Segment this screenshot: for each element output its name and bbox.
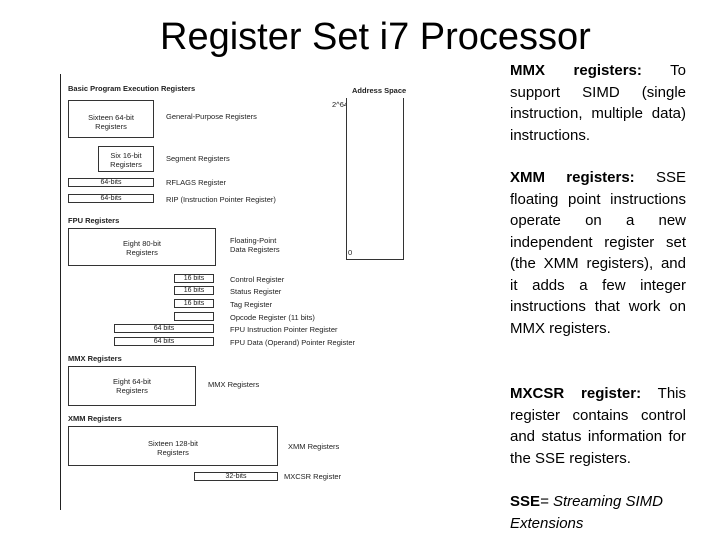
mmx-label: MMX Registers bbox=[208, 380, 260, 389]
mmx-header: MMX Registers bbox=[68, 354, 122, 363]
segment-box: Six 16-bit Registers bbox=[98, 146, 154, 172]
diagram-left-border bbox=[60, 74, 61, 510]
address-space-box bbox=[346, 98, 404, 260]
mmx-box: Eight 64-bit Registers bbox=[68, 366, 196, 406]
xmm-box: Sixteen 128-bit Registers bbox=[68, 426, 278, 466]
rflags-bar: 64-bits bbox=[68, 178, 154, 187]
mmx-term: MMX registers: bbox=[510, 62, 642, 79]
opcode-label: Opcode Register (11 bits) bbox=[230, 313, 315, 322]
rip-bar: 64-bits bbox=[68, 194, 154, 203]
fpu-label: Floating-Point Data Registers bbox=[230, 236, 280, 254]
tag-bar: 16 bits bbox=[174, 299, 214, 308]
address-space-label: Address Space bbox=[352, 86, 407, 95]
mxcsr-label: MXCSR Register bbox=[284, 472, 342, 481]
mxcsr-description: This register contains control and statu… bbox=[510, 385, 686, 467]
mxcsr-paragraph: MXCSR register: This register contains c… bbox=[510, 383, 686, 469]
rip-label: RIP (Instruction Pointer Register) bbox=[166, 195, 276, 204]
fip-label: FPU Instruction Pointer Register bbox=[230, 325, 338, 334]
address-zero-label: 0 bbox=[348, 248, 353, 257]
page-title: Register Set i7 Processor bbox=[160, 16, 591, 58]
control-label: Control Register bbox=[230, 275, 285, 284]
xmm-paragraph: XMM registers: SSE floating point instru… bbox=[510, 167, 686, 339]
sse-term: SSE bbox=[510, 493, 541, 510]
segment-label: Segment Registers bbox=[166, 154, 230, 163]
xmm-header: XMM Registers bbox=[68, 414, 122, 423]
mxcsr-bar: 32-bits bbox=[194, 472, 278, 481]
gpr-label: General-Purpose Registers bbox=[166, 112, 257, 121]
mmx-paragraph: MMX registers: To support SIMD (single i… bbox=[510, 60, 686, 146]
xmm-description: SSE floating point instructions operate … bbox=[510, 169, 686, 337]
fpu-box: Eight 80-bit Registers bbox=[68, 228, 216, 266]
register-diagram: Basic Program Execution Registers Addres… bbox=[58, 70, 488, 512]
fdp-label: FPU Data (Operand) Pointer Register bbox=[230, 338, 356, 347]
address-top-label: 2^64 -1 bbox=[332, 100, 357, 109]
status-label: Status Register bbox=[230, 287, 282, 296]
mmx-description: To support SIMD (single instruction, mul… bbox=[510, 62, 686, 144]
rflags-label: RFLAGS Register bbox=[166, 178, 227, 187]
fpu-header: FPU Registers bbox=[68, 216, 120, 225]
sse-paragraph: SSE= Streaming SIMD Extensions bbox=[510, 491, 686, 534]
xmm-term: XMM registers: bbox=[510, 169, 635, 186]
fdp-bar: 64 bits bbox=[114, 337, 214, 346]
status-bar: 16 bits bbox=[174, 286, 214, 295]
opcode-bar bbox=[174, 312, 214, 321]
mxcsr-term: MXCSR register: bbox=[510, 385, 642, 402]
fip-bar: 64 bits bbox=[114, 324, 214, 333]
sse-description: = Streaming SIMD Extensions bbox=[510, 493, 663, 532]
xmm-label: XMM Registers bbox=[288, 442, 340, 451]
control-bar: 16 bits bbox=[174, 274, 214, 283]
tag-label: Tag Register bbox=[230, 300, 273, 309]
gpr-box: Sixteen 64-bit Registers bbox=[68, 100, 154, 138]
basic-registers-header: Basic Program Execution Registers bbox=[68, 84, 196, 93]
